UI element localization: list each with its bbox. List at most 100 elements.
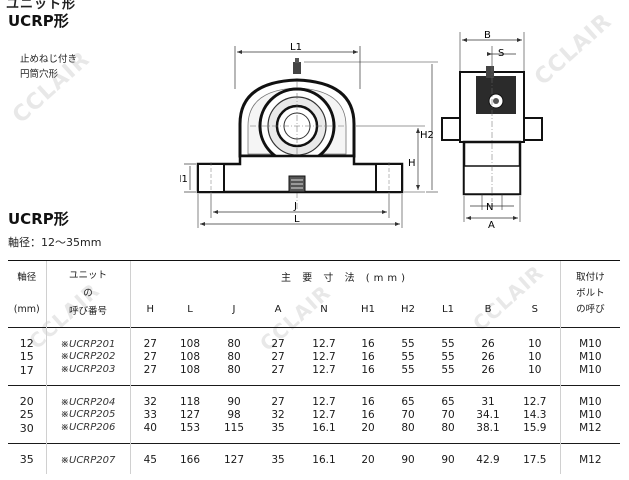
- column-header-h2: H2: [401, 303, 415, 315]
- header-bolt-line-2: ボルト: [576, 288, 605, 299]
- cell-shaft-diameter: 30: [8, 421, 47, 444]
- cell-j: 80: [210, 327, 258, 350]
- cell-unit-number: ※UCRP206: [46, 421, 131, 444]
- cell-b: 34.1: [476, 408, 500, 421]
- cell-j: 80: [227, 363, 241, 376]
- cell-h1: 16: [361, 363, 375, 376]
- section-title: UCRP形: [8, 210, 69, 228]
- cell-h: 33: [143, 408, 157, 421]
- cell-j: 127: [210, 443, 258, 474]
- cell-bolt: M12: [579, 421, 602, 434]
- header-shaft-unit: (mm): [13, 304, 40, 315]
- cell-shaft-diameter: 17: [8, 363, 47, 386]
- dim-label-B: B: [484, 30, 491, 41]
- cell-l1: 55: [441, 350, 455, 363]
- cell-shaft-diameter: 20: [8, 385, 47, 408]
- dim-label-J: J: [293, 201, 297, 212]
- header-main-dimensions: 主 要 寸 法 (mm): [130, 261, 561, 291]
- cell-bolt: M10: [560, 385, 621, 408]
- model-title: UCRP形: [8, 12, 69, 30]
- cell-n: 12.7: [298, 385, 350, 408]
- header-bolt-line-1: 取付け: [576, 272, 605, 283]
- cell-b: 31: [466, 385, 510, 408]
- column-header-b: B: [484, 303, 492, 315]
- shaft-diameter-range: 軸径：12〜35mm: [8, 236, 102, 249]
- cell-l: 108: [179, 363, 201, 376]
- description-line-2: 円筒穴形: [20, 69, 59, 80]
- cell-l: 166: [170, 443, 210, 474]
- cell-h1: 20: [361, 421, 375, 434]
- cell-l: 153: [179, 421, 201, 434]
- cell-b: 26: [481, 363, 495, 376]
- description-line-1: 止めねじ付き: [20, 54, 78, 65]
- cell-a: 35: [258, 443, 298, 474]
- cell-b: 26: [481, 350, 495, 363]
- cell-b: 38.1: [476, 421, 500, 434]
- cell-a: 27: [271, 350, 285, 363]
- cell-n: 12.7: [312, 350, 336, 363]
- cell-l1: 90: [430, 443, 466, 474]
- column-header-h1: H1: [361, 303, 375, 315]
- column-header-s: S: [510, 291, 561, 328]
- header-unit: ユニット の 呼び番号: [46, 261, 131, 328]
- cell-h2: 65: [386, 385, 430, 408]
- column-header-l: L: [187, 303, 193, 315]
- cell-h2: 80: [401, 421, 415, 434]
- cell-unit-number: ※UCRP202: [46, 349, 131, 364]
- cell-h2: 70: [401, 408, 415, 421]
- side-view-drawing: B S N A: [441, 30, 543, 230]
- cell-l1: 55: [441, 363, 455, 376]
- cell-l: 118: [170, 385, 210, 408]
- cell-l1: 70: [441, 408, 455, 421]
- header-shaft-label: 軸径: [17, 272, 37, 283]
- cell-n: 16.1: [312, 421, 336, 434]
- cell-b: 42.9: [466, 443, 510, 474]
- dim-label-S: S: [498, 48, 504, 59]
- cell-a: 27: [271, 363, 285, 376]
- front-view-drawing: L1 H1 H H2 J L: [180, 42, 438, 228]
- header-shaft: 軸径 (mm): [8, 261, 47, 328]
- cell-s: 10: [510, 349, 561, 364]
- header-row: 軸径 (mm) ユニット の 呼び番号 主 要 寸 法 (mm) 取付け ボルト…: [8, 261, 620, 328]
- cell-s: 10: [510, 327, 561, 350]
- cell-n: 12.7: [312, 363, 336, 376]
- cell-h2: 90: [386, 443, 430, 474]
- cell-h: 40: [143, 421, 157, 434]
- column-header-h: H: [146, 303, 155, 315]
- cell-shaft-diameter: 12: [8, 327, 47, 350]
- header-bolt-line-3: の呼び: [576, 304, 605, 315]
- cell-h1: 16: [350, 385, 386, 408]
- column-header-a: A: [274, 303, 282, 315]
- catalog-top-title: ユニット形: [6, 0, 77, 12]
- dim-label-H2: H2: [420, 130, 434, 141]
- cell-unit-number: ※UCRP205: [46, 407, 131, 422]
- spec-table: 軸径 (mm) ユニット の 呼び番号 主 要 寸 法 (mm) 取付け ボルト…: [8, 261, 621, 474]
- header-bolt: 取付け ボルト の呼び: [560, 261, 620, 328]
- cell-a: 32: [271, 408, 285, 421]
- cell-unit-number: ※UCRP201: [46, 327, 131, 350]
- cell-h: 45: [130, 443, 170, 474]
- cell-h1: 16: [350, 327, 386, 350]
- cell-s: 10: [510, 363, 561, 386]
- cell-n: 16.1: [298, 443, 350, 474]
- cell-h: 27: [130, 327, 170, 350]
- dim-label-N: N: [486, 202, 493, 213]
- dim-label-L1: L1: [290, 42, 302, 53]
- cell-j: 115: [223, 421, 245, 434]
- cell-n: 12.7: [312, 408, 336, 421]
- cell-unit-number: ※UCRP204: [46, 385, 131, 408]
- dim-label-L: L: [294, 214, 300, 225]
- cell-b: 26: [466, 327, 510, 350]
- dim-label-A: A: [488, 220, 495, 230]
- cell-j: 98: [227, 408, 241, 421]
- header-unit-line-2: の: [83, 288, 93, 299]
- cell-shaft-diameter: 25: [8, 407, 47, 422]
- cell-l1: 65: [430, 385, 466, 408]
- cell-shaft-diameter: 15: [8, 349, 47, 364]
- cell-n: 12.7: [298, 327, 350, 350]
